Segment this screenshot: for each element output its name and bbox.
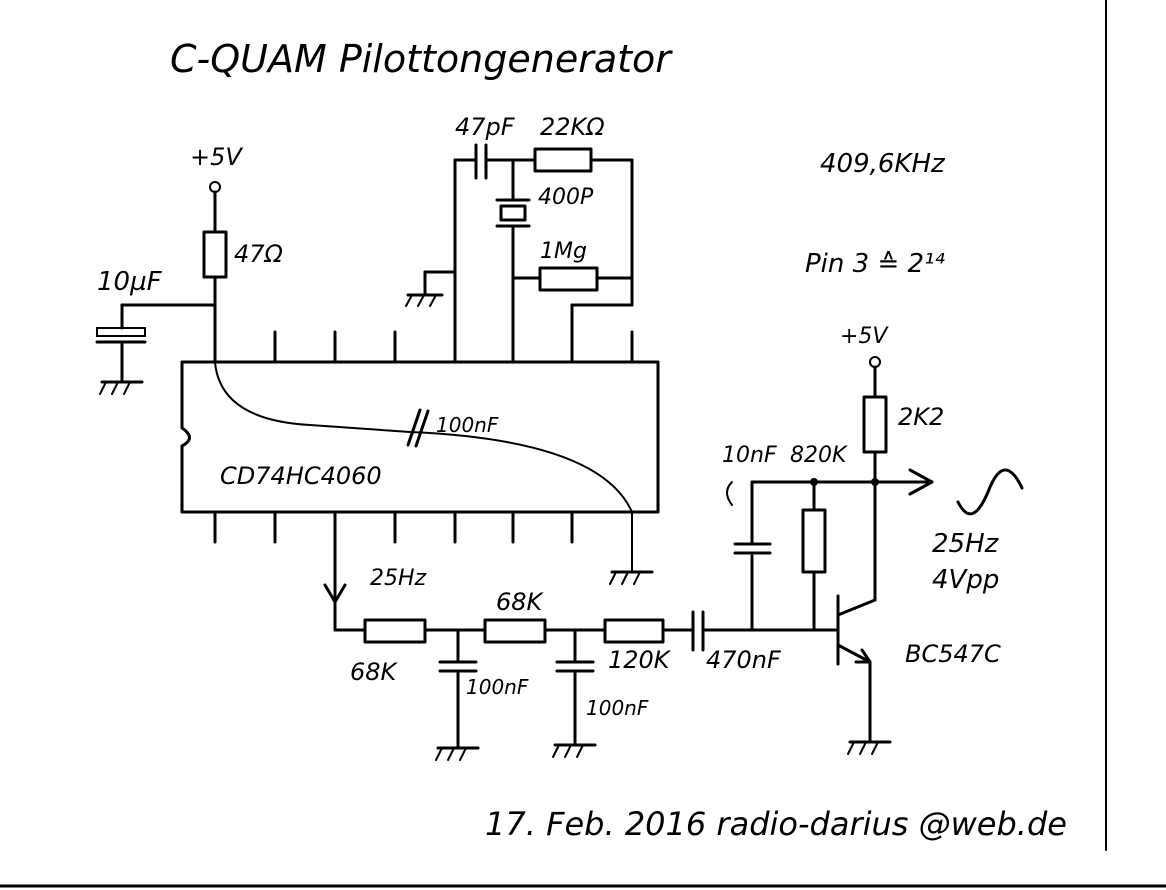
resistor-68k-a [363, 618, 427, 644]
transistor-bc547c [836, 594, 877, 744]
ic-pins-top [273, 330, 634, 364]
crystal [499, 204, 527, 222]
capacitor-10uf-label: 10µF [97, 267, 163, 297]
output-frequency-label: 25Hz [932, 529, 1000, 559]
resistor-120k [603, 618, 665, 644]
title: C-QUAM Pilottongenerator [170, 37, 673, 81]
capacitor-100nf-a-label: 100nF [466, 675, 529, 699]
resistor-2k2 [862, 395, 888, 454]
resistor-68k-b [483, 618, 547, 644]
capacitor-100nf-b-label: 100nF [586, 696, 649, 720]
resistor-47ohm-label: 47Ω [234, 240, 284, 268]
sine-wave-icon [956, 468, 1024, 516]
resistor-68k-a-label: 68K [350, 658, 399, 686]
pin-ratio-note: Pin 3 ≙ 2¹⁴ [805, 249, 945, 279]
frequency-note: 409,6KHz [820, 149, 946, 179]
capacitor-10uf-plate [96, 327, 146, 337]
resistor-1m [538, 266, 599, 292]
capacitor-10nf-label: 10nF [722, 443, 777, 468]
crystal-label: 400P [538, 185, 594, 210]
ic-body [180, 360, 660, 514]
capacitor-470nf-label: 470nF [706, 646, 782, 674]
resistor-2k2-label: 2K2 [898, 403, 944, 431]
resistor-22k-label: 22KΩ [540, 113, 605, 141]
ground-symbol-transistor [847, 740, 892, 755]
ground-symbol-10uf [99, 380, 144, 395]
resistor-120k-label: 120K [608, 646, 672, 674]
tap-25hz-label: 25Hz [370, 566, 427, 591]
ground-symbol-ic [609, 570, 654, 585]
date-signature: 17. Feb. 2016 radio-darius @web.de [485, 805, 1067, 843]
resistor-47ohm [202, 230, 228, 279]
resistor-22k [533, 147, 593, 173]
ground-symbol-filter-b [552, 743, 597, 758]
ic-pins-bottom [213, 510, 574, 544]
supply-label-right: +5V [840, 324, 889, 349]
decoupling-trace [214, 361, 633, 573]
ground-symbol-osc [405, 293, 444, 307]
resistor-820k-label: 820K [790, 443, 848, 468]
ic-label: CD74HC4060 [220, 462, 382, 490]
capacitor-100nf-ic-label: 100nF [436, 413, 499, 437]
resistor-1m-label: 1Mg [540, 239, 587, 264]
transistor-label: BC547C [905, 640, 1001, 668]
resistor-68k-b-label: 68K [496, 588, 545, 616]
capacitor-47pf-label: 47pF [455, 113, 516, 141]
ground-symbol-filter-a [435, 746, 480, 761]
output-amplitude-label: 4Vpp [932, 565, 999, 595]
resistor-820k [801, 508, 827, 574]
supply-label-top: +5V [190, 143, 243, 171]
output-arrow-icon [908, 468, 934, 496]
